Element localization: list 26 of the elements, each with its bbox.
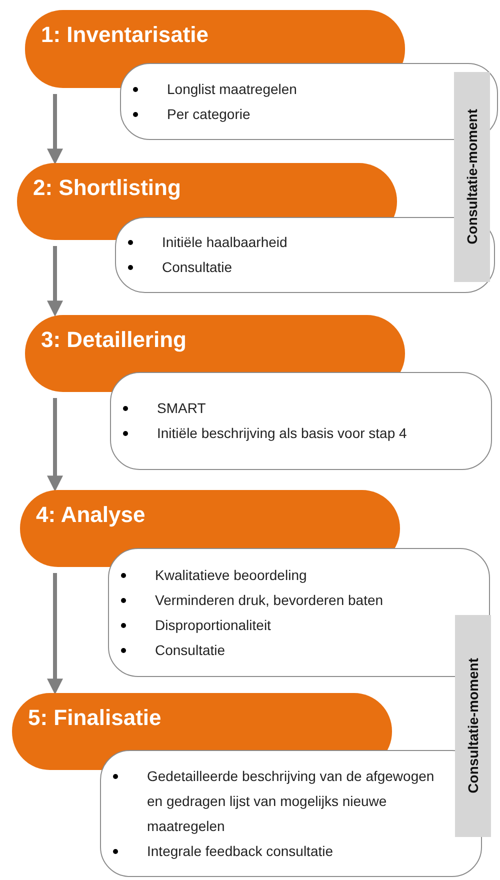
step-title: 3: Detaillering (41, 327, 186, 352)
bullet-item: Initiële beschrijving als basis voor stap 4 (121, 421, 451, 446)
bullet-item: Verminderen druk, bevorderen baten (119, 588, 449, 612)
down-arrow (47, 398, 63, 492)
band-label: Consultatie-moment (464, 109, 480, 245)
step-title: 1: Inventarisatie (41, 22, 209, 47)
band-label: Consultatie-moment (465, 658, 481, 794)
consultation-band (454, 72, 490, 282)
bullet-item: Initiële haalbaarheid (126, 230, 454, 255)
step-title: 5: Finalisatie (28, 705, 162, 730)
down-arrow (47, 246, 63, 317)
bullet-item: Longlist maatregelen (131, 76, 457, 102)
consultation-band (455, 615, 491, 837)
bullet-item: Per categorie (131, 102, 457, 126)
bullet-item: Gedetailleerde beschrijving van de afgewogen en gedragen lijst van mogelijks nieuwe maatregelen (111, 764, 441, 838)
bullet-item: Disproportionaliteit (119, 612, 449, 638)
bullet-item: SMART (121, 396, 451, 421)
down-arrow (47, 94, 63, 165)
bullet-item: Consultatie (119, 638, 449, 662)
bullet-item: Integrale feedback consultatie (111, 838, 441, 864)
down-arrow (47, 573, 63, 695)
step-title: 4: Analyse (36, 502, 146, 527)
step-title: 2: Shortlisting (33, 175, 181, 200)
bullet-item: Kwalitatieve beoordeling (119, 562, 449, 588)
bullet-item: Consultatie (126, 255, 454, 280)
detail-box (110, 372, 492, 470)
